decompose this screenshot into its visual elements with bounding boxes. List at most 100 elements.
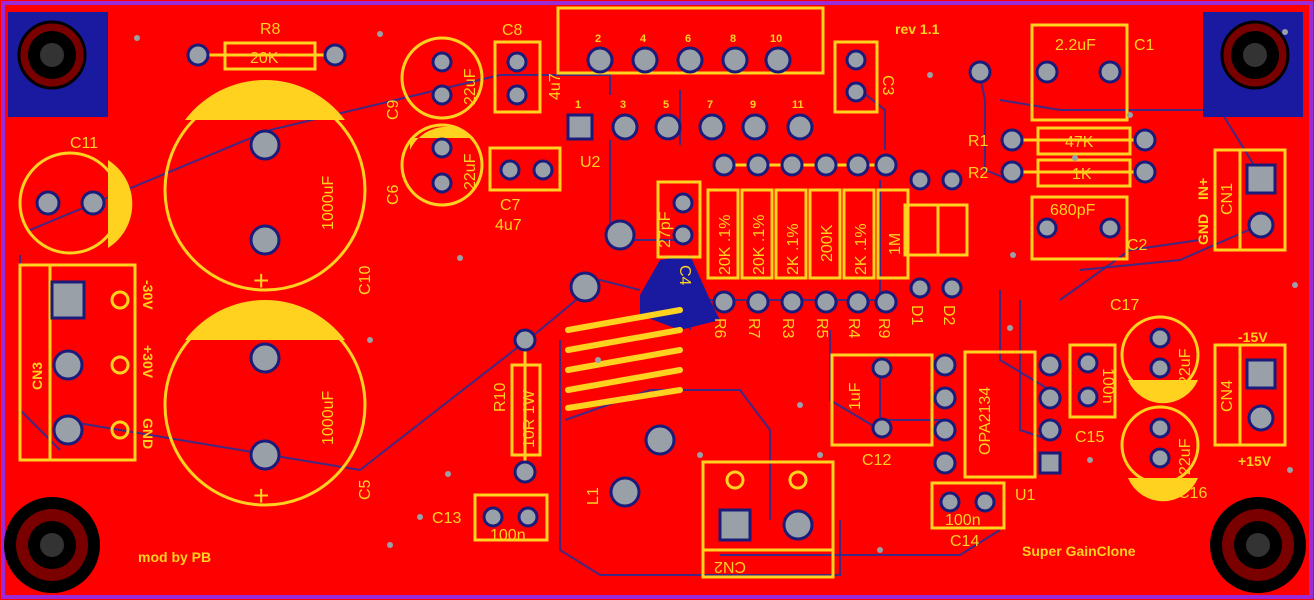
d1-ref: D1 [908, 305, 925, 326]
u2-pin-3: 3 [620, 99, 626, 111]
capacitor-c7: C7 4u7 [488, 146, 562, 234]
c6-value: 22uF [462, 153, 479, 190]
cn3-pin-1: -30V [140, 280, 156, 310]
c14-ref: C14 [950, 533, 979, 550]
capacitor-c11: C11 [18, 135, 133, 255]
r8-ref: R8 [260, 21, 281, 38]
capacitor-c12: 1uF C12 [830, 353, 934, 469]
c2-ref: C2 [1127, 237, 1148, 254]
capacitor-c2: 680pF C2 [1030, 195, 1148, 261]
r3-value: 2K .1% [785, 223, 802, 275]
cn3-pin-3: GND [140, 418, 156, 449]
u2-pin-11: 11 [792, 99, 804, 111]
u2-pin-5: 5 [663, 99, 669, 111]
u2-pin-6: 6 [685, 33, 691, 45]
diodes-d1-d2: D1 D2 [903, 169, 969, 326]
r9-ref: R9 [875, 318, 892, 339]
r7-ref: R7 [745, 318, 762, 339]
r10-ref: R10 [492, 383, 509, 412]
c14-value: 100n [945, 512, 981, 529]
capacitor-c3: C3 [833, 40, 896, 114]
capacitor-c4: 27pF C4 [656, 180, 702, 286]
c15-value: 100n [1099, 368, 1116, 404]
ic-u1: OPA2134 U1 [933, 350, 1062, 504]
svg-text:+: + [253, 480, 269, 511]
resistor-r8: R8 20K [186, 21, 347, 71]
r6-value: 20K .1% [717, 215, 734, 275]
resistor-bank: 20K .1% 20K .1% 2K .1% 200K 2K .1% 1M R6… [706, 153, 910, 339]
mounting-hole-top-right [1203, 12, 1303, 117]
c12-ref: C12 [862, 452, 891, 469]
cn4-ref: CN4 [1219, 380, 1236, 412]
r4-ref: R4 [845, 318, 862, 339]
r6-ref: R6 [711, 318, 728, 339]
capacitor-c1: 2.2uF C1 [968, 23, 1155, 122]
capacitor-c10: + 1000uF C10 [163, 79, 374, 296]
c17-ref: C17 [1110, 297, 1139, 314]
c7-ref: C7 [500, 197, 521, 214]
cn1-ref: CN1 [1219, 183, 1236, 215]
connector-cn4: CN4 -15V +15V [1213, 329, 1287, 469]
r2-value: 1K [1072, 166, 1092, 183]
svg-text:+: + [253, 265, 269, 296]
c1-ref: C1 [1134, 37, 1155, 54]
c3-ref: C3 [879, 75, 896, 96]
r3-ref: R3 [779, 318, 796, 339]
r2-ref: R2 [968, 165, 989, 182]
r5-value: 200K [819, 224, 836, 262]
capacitor-c17: C17 22uF [1110, 297, 1200, 404]
c17-value: 22uF [1177, 348, 1194, 385]
c9-value: 22uF [462, 68, 479, 105]
capacitor-c14: 100n C14 [930, 481, 1006, 550]
capacitor-c13: C13 100n [432, 493, 549, 544]
u2-pin-7: 7 [707, 99, 713, 111]
c10-value: 1000uF [320, 176, 337, 230]
c16-value: 22uF [1177, 438, 1194, 475]
capacitor-c6: C6 22uF [385, 123, 484, 207]
connector-cn1: CN1 GND IN+ [1195, 148, 1287, 252]
board-credit: mod by PB [138, 549, 211, 565]
c4-value: 27pF [657, 211, 674, 248]
mounting-hole-top-left [8, 12, 108, 117]
u2-pin-8: 8 [730, 33, 736, 45]
r10-value: 10R 1W [521, 389, 538, 448]
cn4-pin-pos: +15V [1238, 453, 1272, 469]
d2-ref: D2 [940, 305, 957, 326]
r1-ref: R1 [968, 133, 989, 150]
c13-value: 100n [490, 527, 526, 544]
capacitor-c8: C8 4u7 [493, 22, 564, 114]
r4-value: 2K .1% [853, 223, 870, 275]
connector-cn2: CN2 [701, 460, 835, 579]
resistor-r10: R10 10R 1W [492, 328, 542, 484]
ic-u2: 2 4 6 8 10 1 3 5 7 9 11 U2 [556, 6, 825, 171]
mounting-hole-bottom-right [1210, 497, 1306, 593]
inductor-l1: L1 [565, 219, 683, 508]
u2-pin-10: 10 [770, 33, 782, 45]
board-title: Super GainClone [1022, 543, 1136, 559]
cn3-ref: CN3 [29, 362, 45, 390]
cn2-ref: CN2 [714, 558, 746, 575]
c6-ref: C6 [385, 184, 402, 205]
c5-ref: C5 [357, 479, 374, 500]
c4-ref: C4 [676, 265, 693, 286]
u1-value: OPA2134 [977, 387, 994, 455]
resistor-r1: R1 47K [968, 126, 1157, 156]
c2-value: 680pF [1050, 202, 1096, 219]
r1-value: 47K [1065, 134, 1094, 151]
c8-value: 4u7 [547, 73, 564, 100]
mounting-hole-bottom-left [4, 497, 100, 593]
c13-ref: C13 [432, 510, 461, 527]
u2-ref: U2 [580, 154, 601, 171]
cn1-pin-in: IN+ [1195, 178, 1211, 200]
c16-ref: C16 [1178, 485, 1207, 502]
c11-ref: C11 [70, 135, 98, 152]
c9-ref: C9 [385, 99, 402, 120]
resistor-r2: R2 1K [968, 158, 1157, 188]
cn4-pin-neg: -15V [1238, 329, 1268, 345]
capacitor-c5: + 1000uF C5 [163, 300, 374, 511]
u2-pin-4: 4 [640, 33, 647, 45]
u2-pin-2: 2 [595, 33, 601, 45]
capacitor-c16: C16 22uF [1120, 405, 1207, 502]
